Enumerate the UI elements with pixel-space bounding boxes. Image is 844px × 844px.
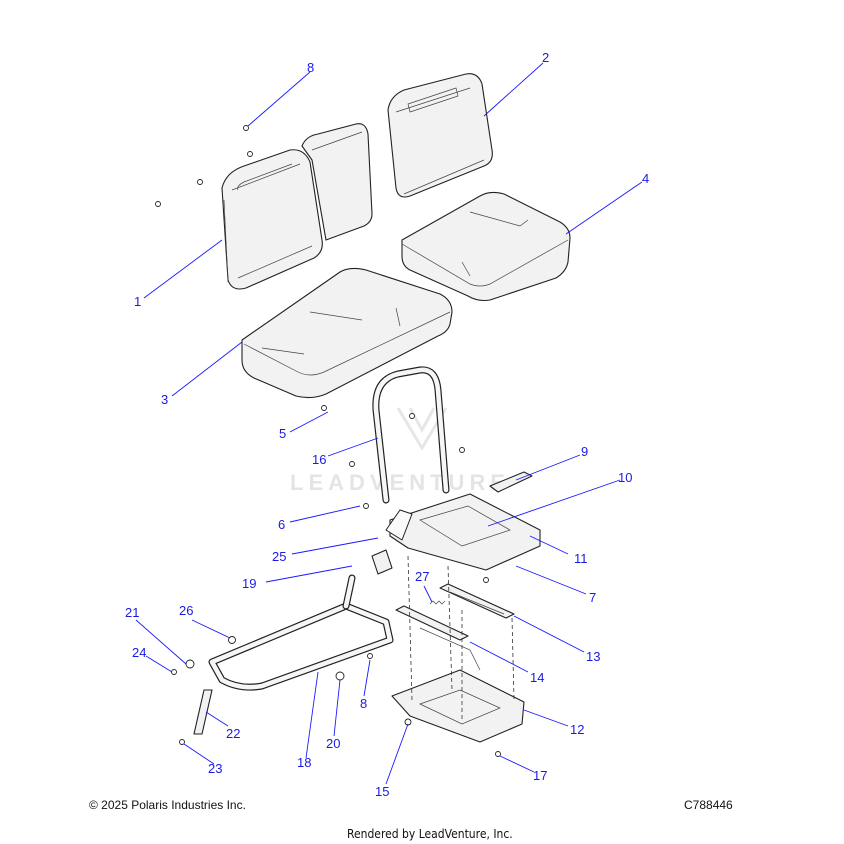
part-slide-rail-13 (439, 583, 515, 619)
watermark-text: LEADVENTURE (290, 470, 510, 495)
callout-19: 19 (242, 576, 256, 591)
callout-8-upper: 8 (307, 60, 314, 75)
callout-18: 18 (297, 755, 311, 770)
callout-9: 9 (581, 444, 588, 459)
callout-27: 27 (415, 569, 429, 584)
callout-7: 7 (589, 590, 596, 605)
alignment-lines (407, 555, 515, 720)
callout-22: 22 (226, 726, 240, 741)
copyright-text: © 2025 Polaris Industries Inc. (89, 798, 246, 812)
callout-3: 3 (161, 392, 168, 407)
callout-6: 6 (278, 517, 285, 532)
part-mounting-plate (391, 669, 525, 743)
part-seat-cushion-right (401, 191, 571, 302)
callout-25: 25 (272, 549, 286, 564)
part-backrest-left (221, 149, 323, 290)
callout-10: 10 (618, 470, 632, 485)
callout-13: 13 (586, 649, 600, 664)
part-gas-strut (193, 689, 213, 735)
leadventure-watermark: LEADVENTURE (290, 407, 510, 495)
callout-11: 11 (574, 551, 588, 566)
part-backrest-left-rear (301, 123, 373, 241)
part-bracket-9 (489, 471, 533, 493)
callout-14: 14 (530, 670, 544, 685)
callout-24: 24 (132, 645, 146, 660)
callout-21: 21 (125, 605, 139, 620)
part-spring-27 (429, 600, 446, 605)
part-seat-back-frame (372, 366, 450, 504)
callout-labels: 1 2 3 4 5 16 9 10 6 11 25 7 19 27 21 26 … (125, 50, 649, 799)
callout-12: 12 (570, 722, 584, 737)
part-seat-base (385, 493, 541, 571)
drawing-id: C788446 (684, 798, 733, 812)
callout-20: 20 (326, 736, 340, 751)
callout-2: 2 (542, 50, 549, 65)
part-backrest-right (387, 73, 493, 198)
part-lower-frame (208, 574, 394, 691)
callout-16: 16 (312, 452, 326, 467)
part-bracket-19 (371, 549, 393, 575)
callout-15: 15 (375, 784, 389, 799)
hardware-fasteners (155, 125, 501, 757)
callout-5: 5 (279, 426, 286, 441)
rendered-by-text: Rendered by LeadVenture, Inc. (347, 827, 513, 841)
callout-23: 23 (208, 761, 222, 776)
callout-8-lower: 8 (360, 696, 367, 711)
callout-17: 17 (533, 768, 547, 783)
part-seat-cushion-bench (241, 267, 453, 399)
part-slide-rail-14 (395, 605, 481, 671)
callout-4: 4 (642, 171, 649, 186)
callout-1: 1 (134, 294, 141, 309)
callout-26: 26 (179, 603, 193, 618)
leader-lines (135, 62, 643, 785)
